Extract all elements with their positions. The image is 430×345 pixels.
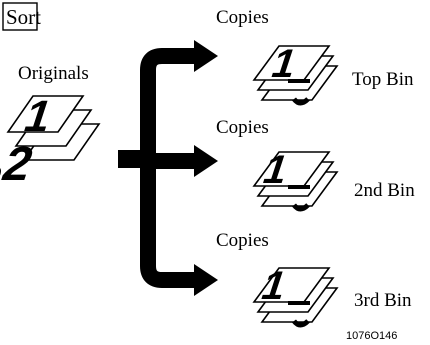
bin-2nd: Copies 1 2nd Bin [216, 117, 415, 212]
bin-label-top: Top Bin [352, 69, 414, 90]
bin-label-2nd: 2nd Bin [354, 180, 415, 201]
sort-arrow [118, 40, 218, 296]
originals-label: Originals [18, 63, 89, 84]
title-text: Sort [6, 5, 41, 29]
figure-code: 1076O146 [346, 330, 397, 342]
title-box [2, 2, 38, 31]
copies-label-2nd: Copies [216, 117, 269, 138]
bin-top: Copies 1 Top Bin [216, 7, 414, 106]
bin-3rd: Copies 1 3rd Bin [216, 230, 412, 328]
arrow-head-2nd-bin [194, 145, 218, 177]
originals-stack: 3 2 1 [0, 91, 101, 211]
original-page-2-number: 2 [0, 137, 40, 191]
copies-label-3rd: Copies [216, 230, 269, 251]
copies-label-top: Copies [216, 7, 269, 28]
arrow-head-3rd-bin [194, 264, 218, 296]
arrow-head-top-bin [194, 40, 218, 72]
bin-label-3rd: 3rd Bin [354, 290, 412, 311]
